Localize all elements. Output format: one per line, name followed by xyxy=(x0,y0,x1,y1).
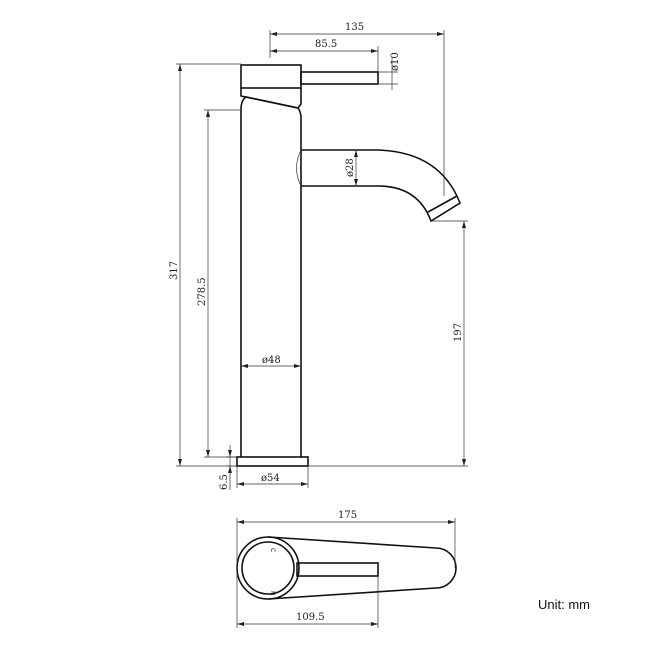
dimension-body-diameter: ø48 xyxy=(241,355,301,368)
cold-mark: C xyxy=(269,548,276,552)
dim-label-317: 317 xyxy=(169,261,180,280)
hot-mark: H xyxy=(269,591,276,596)
dimension-175: 175 xyxy=(236,510,456,568)
spout-tip-line xyxy=(427,195,458,213)
dimension-278-5: 278.5 xyxy=(197,109,241,458)
dim-label-base-diameter: ø54 xyxy=(261,473,280,484)
dimension-317: 317 xyxy=(169,63,241,467)
spout xyxy=(301,149,461,223)
dim-label-6-5: 6.5 xyxy=(219,474,230,490)
plan-spout-outline xyxy=(267,536,457,600)
faucet-side-view xyxy=(236,64,461,467)
dim-label-lever-diameter: ø10 xyxy=(390,52,401,71)
dim-label-spout-diameter: ø28 xyxy=(345,158,356,177)
dim-label-197: 197 xyxy=(453,323,464,342)
spout-joint xyxy=(296,149,302,187)
handle-cap xyxy=(240,64,302,89)
dimension-6-5: 6.5 xyxy=(219,445,237,490)
lever xyxy=(300,71,379,85)
dimension-spout-diameter: ø28 xyxy=(345,150,358,186)
dim-label-body-diameter: ø48 xyxy=(262,355,281,366)
plan-lever xyxy=(296,562,379,577)
unit-label: Unit: mm xyxy=(538,597,590,612)
dimension-lever-diameter: ø10 xyxy=(378,52,401,90)
plan-body-circle xyxy=(241,541,295,595)
dimension-85-5: 85.5 xyxy=(270,39,379,72)
faucet-plan-view: C H xyxy=(236,536,457,600)
cap-neck xyxy=(240,88,302,109)
dim-label-278-5: 278.5 xyxy=(197,277,208,306)
dimension-135: 135 xyxy=(269,22,445,196)
base-plate xyxy=(236,456,309,467)
dim-label-175: 175 xyxy=(338,510,357,521)
dim-label-85-5: 85.5 xyxy=(315,39,337,50)
dimension-197: 197 xyxy=(308,220,468,467)
dim-label-109-5: 109.5 xyxy=(296,612,325,623)
plan-base-circle xyxy=(236,536,300,600)
body-column xyxy=(240,96,302,457)
dim-label-135: 135 xyxy=(345,22,364,33)
dimension-109-5: 109.5 xyxy=(236,568,379,628)
dimension-base-diameter: ø54 xyxy=(236,466,309,488)
